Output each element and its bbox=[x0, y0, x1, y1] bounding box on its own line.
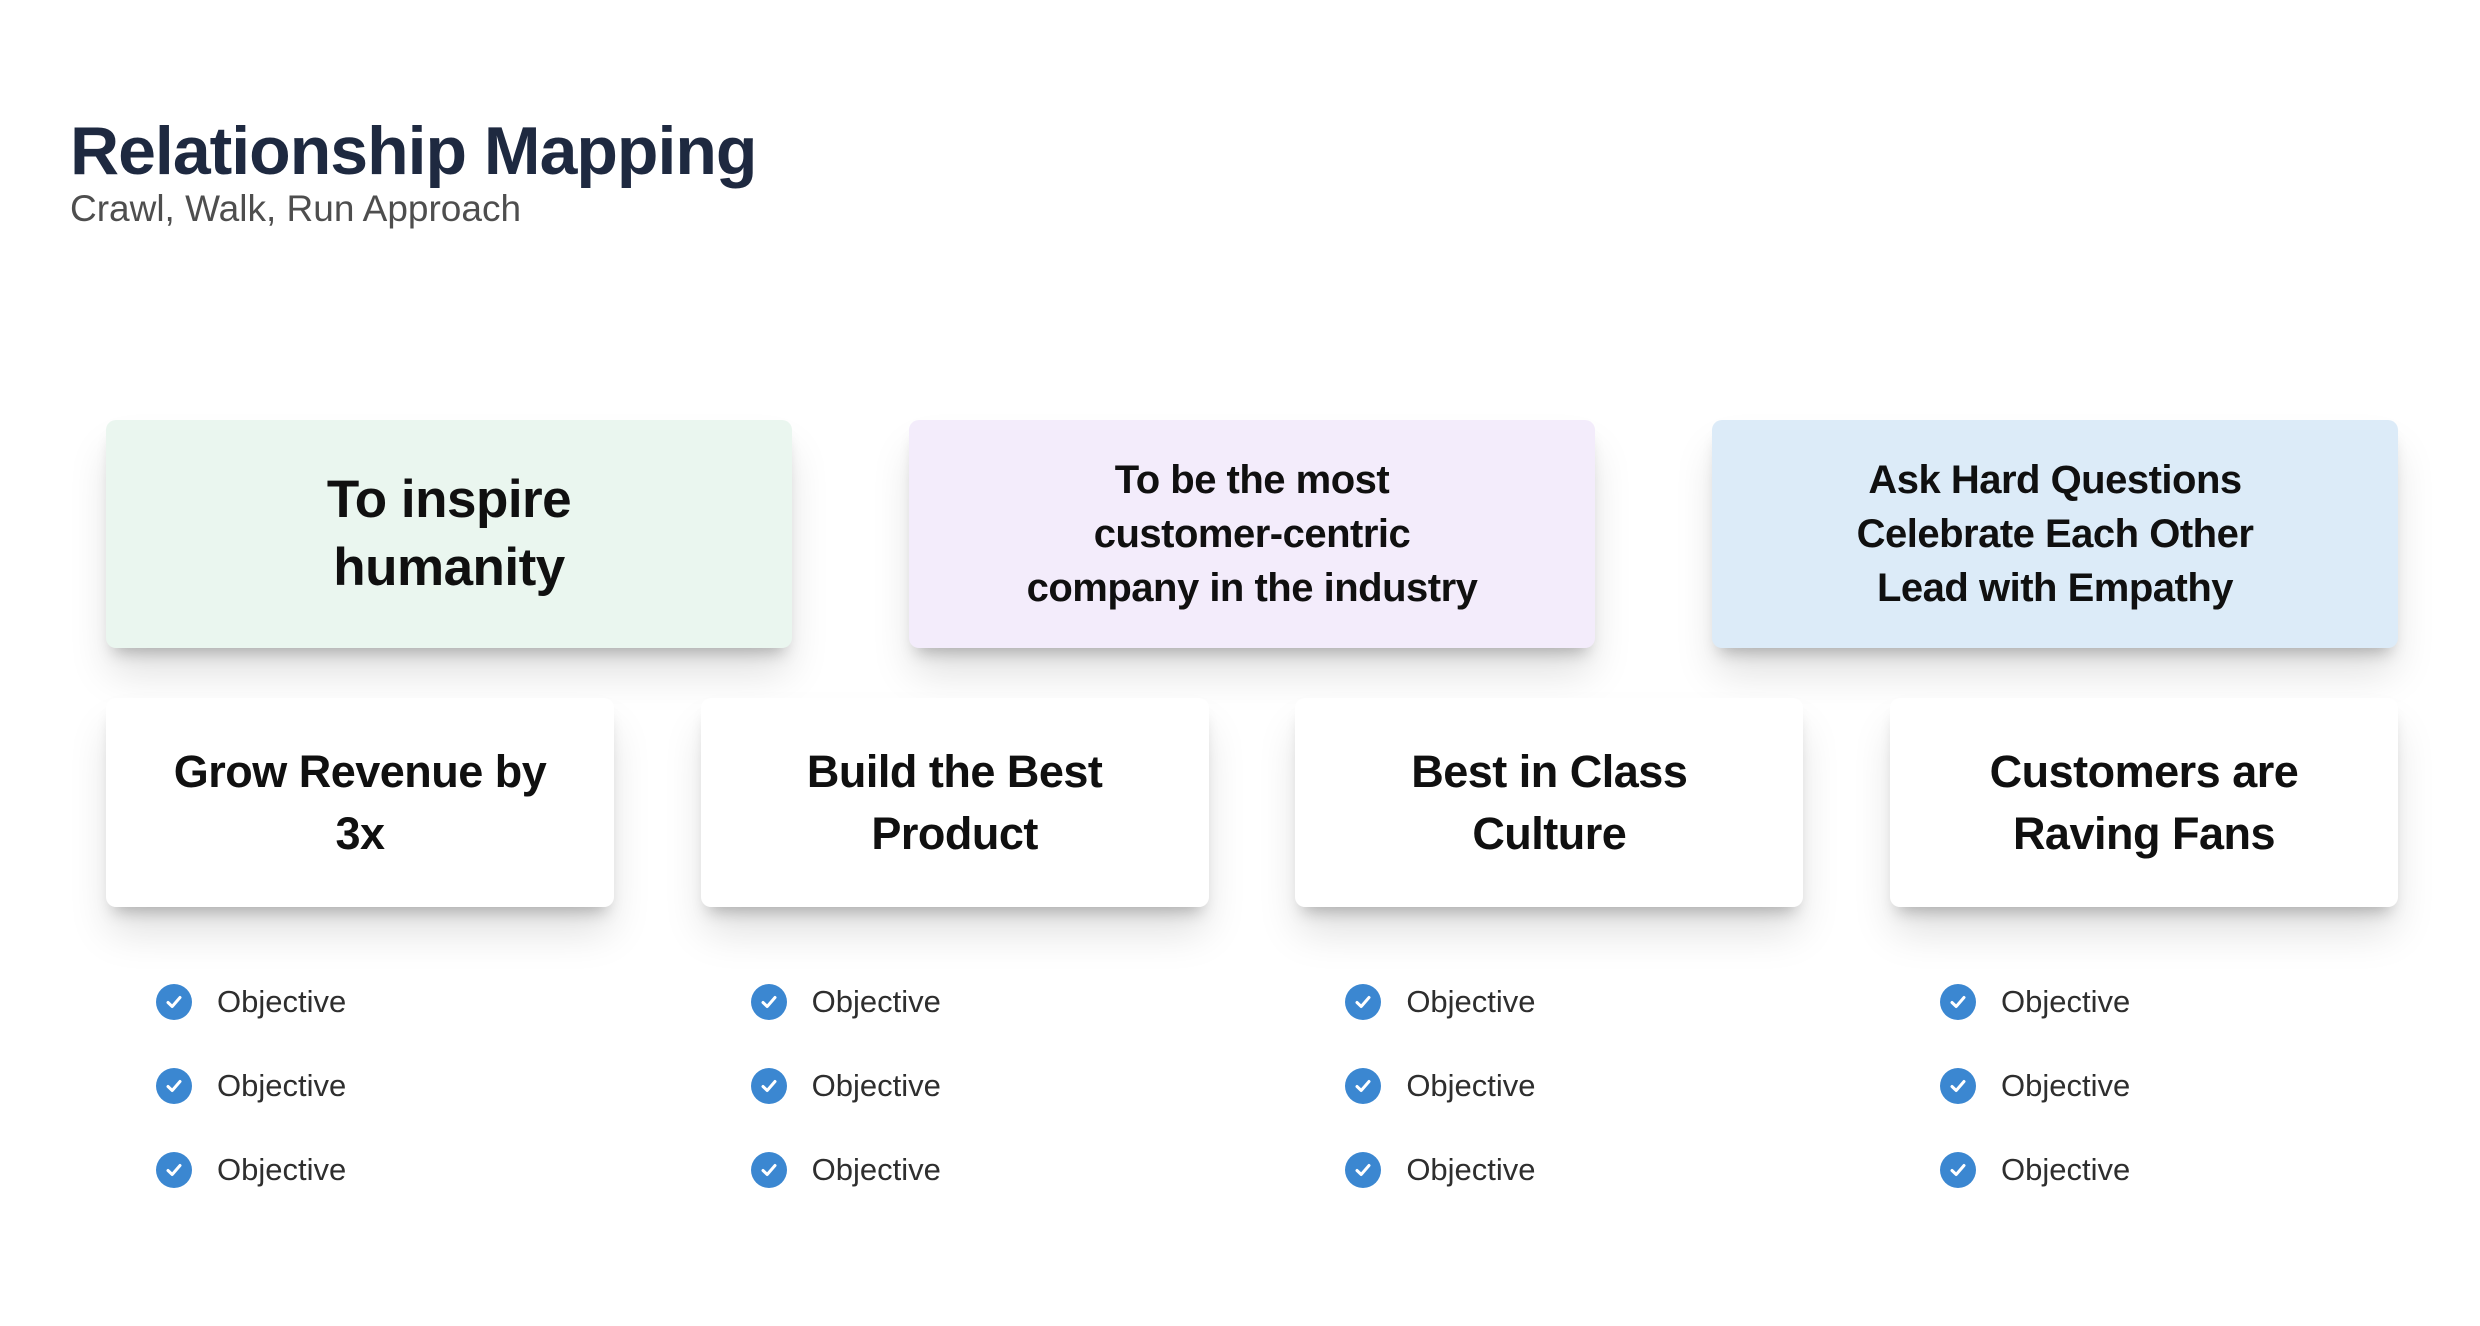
check-circle-icon bbox=[156, 1068, 192, 1104]
vision-card-line: Celebrate Each Other bbox=[1856, 512, 2254, 556]
objective-item[interactable]: Objective bbox=[1939, 1152, 2398, 1188]
pillar-card-raving-fans[interactable]: Customers are Raving Fans bbox=[1889, 698, 2398, 907]
objective-label: Objective bbox=[811, 1068, 941, 1103]
objective-item[interactable]: Objective bbox=[156, 984, 614, 1020]
objective-label: Objective bbox=[1406, 1152, 1536, 1187]
check-circle-icon bbox=[156, 984, 192, 1020]
check-circle-icon bbox=[1939, 1068, 1976, 1104]
pillar-card-culture[interactable]: Best in Class Culture bbox=[1295, 698, 1804, 907]
pillar-card-line: Raving Fans bbox=[2012, 807, 2276, 859]
check-circle-icon bbox=[156, 1152, 192, 1188]
pillar-card-line: Best in Class bbox=[1411, 745, 1688, 797]
objectives-col-best-product: Objective Objective Objective bbox=[701, 984, 1209, 1236]
objective-label: Objective bbox=[2000, 984, 2131, 1019]
pillar-row: Grow Revenue by 3x Build the Best Produc… bbox=[106, 698, 2398, 907]
check-circle-icon bbox=[1939, 1152, 1976, 1188]
vision-card-line: customer-centric bbox=[1093, 512, 1411, 556]
vision-card-line: Lead with Empathy bbox=[1877, 566, 2234, 610]
vision-card-line: To inspire bbox=[326, 470, 572, 529]
vision-card-line: humanity bbox=[333, 538, 565, 597]
check-circle-icon bbox=[750, 1152, 787, 1188]
vision-card-line: To be the most bbox=[1114, 458, 1390, 502]
page-subtitle: Crawl, Walk, Run Approach bbox=[70, 188, 522, 229]
pillar-card-line: Build the Best bbox=[806, 745, 1103, 797]
objectives-col-culture: Objective Objective Objective bbox=[1295, 984, 1803, 1236]
vision-card-line: company in the industry bbox=[1026, 566, 1478, 610]
objective-item[interactable]: Objective bbox=[156, 1152, 614, 1188]
pillar-card-line: Customers are bbox=[1989, 745, 2299, 797]
pillar-card-line: Culture bbox=[1472, 807, 1627, 859]
pillar-card-line: Grow Revenue by bbox=[173, 745, 547, 797]
objective-item[interactable]: Objective bbox=[750, 1068, 1209, 1104]
check-circle-icon bbox=[1345, 1152, 1382, 1188]
vision-card-values[interactable]: Ask Hard Questions Celebrate Each Other … bbox=[1712, 420, 2398, 648]
objective-item[interactable]: Objective bbox=[156, 1068, 614, 1104]
check-circle-icon bbox=[750, 984, 787, 1020]
objective-item[interactable]: Objective bbox=[1939, 1068, 2398, 1104]
objective-item[interactable]: Objective bbox=[750, 984, 1209, 1020]
objective-label: Objective bbox=[811, 1152, 941, 1187]
page-title: Relationship Mapping bbox=[70, 112, 757, 189]
check-circle-icon bbox=[1345, 984, 1382, 1020]
objective-item[interactable]: Objective bbox=[1345, 1152, 1803, 1188]
pillar-card-grow-revenue[interactable]: Grow Revenue by 3x bbox=[106, 698, 614, 907]
check-circle-icon bbox=[1939, 984, 1976, 1020]
vision-card-line: Ask Hard Questions bbox=[1868, 458, 2242, 502]
objective-label: Objective bbox=[2000, 1152, 2131, 1187]
pillar-card-line: 3x bbox=[335, 807, 385, 859]
objective-item[interactable]: Objective bbox=[1345, 1068, 1803, 1104]
vision-row: To inspire humanity To be the most custo… bbox=[106, 420, 2398, 648]
objective-label: Objective bbox=[2000, 1068, 2131, 1103]
objective-label: Objective bbox=[217, 1068, 347, 1103]
objective-item[interactable]: Objective bbox=[1939, 984, 2398, 1020]
vision-card-mission[interactable]: To inspire humanity bbox=[106, 420, 792, 648]
objectives-row: Objective Objective Objective Objective bbox=[106, 984, 2398, 1236]
pillar-card-best-product[interactable]: Build the Best Product bbox=[700, 698, 1209, 907]
objective-item[interactable]: Objective bbox=[750, 1152, 1209, 1188]
objective-label: Objective bbox=[811, 984, 941, 1019]
objectives-col-grow-revenue: Objective Objective Objective bbox=[106, 984, 614, 1236]
check-circle-icon bbox=[1345, 1068, 1382, 1104]
objective-label: Objective bbox=[217, 1152, 347, 1187]
objective-label: Objective bbox=[217, 984, 347, 1019]
vision-card-vision[interactable]: To be the most customer-centric company … bbox=[909, 420, 1595, 648]
objective-label: Objective bbox=[1406, 1068, 1536, 1103]
objective-label: Objective bbox=[1406, 984, 1536, 1019]
check-circle-icon bbox=[750, 1068, 787, 1104]
objective-item[interactable]: Objective bbox=[1345, 984, 1803, 1020]
pillar-card-line: Product bbox=[871, 807, 1038, 859]
objectives-col-raving-fans: Objective Objective Objective bbox=[1890, 984, 2398, 1236]
